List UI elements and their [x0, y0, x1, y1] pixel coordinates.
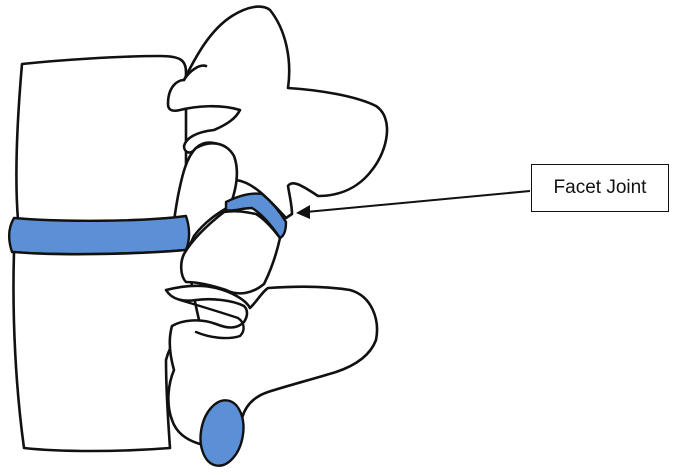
intervertebral-disc: [8, 214, 191, 256]
facet-joint-label: Facet Joint: [553, 177, 647, 198]
lower-superior-articular-process: [179, 209, 282, 295]
lower-vertebral-body: [12, 248, 202, 453]
upper-vertebral-body: [15, 54, 188, 224]
lower-articular-facet-blue: [199, 399, 245, 467]
callout-arrow-line: [305, 190, 531, 213]
facet-joint-label-box: Facet Joint: [531, 164, 669, 212]
upper-posterior-elements: [166, 5, 389, 220]
facet-joint-capsule: [224, 192, 288, 240]
callout-arrowhead: [296, 205, 310, 219]
lower-articular-contour: [178, 298, 245, 340]
upper-articular-lobe: [182, 64, 208, 82]
